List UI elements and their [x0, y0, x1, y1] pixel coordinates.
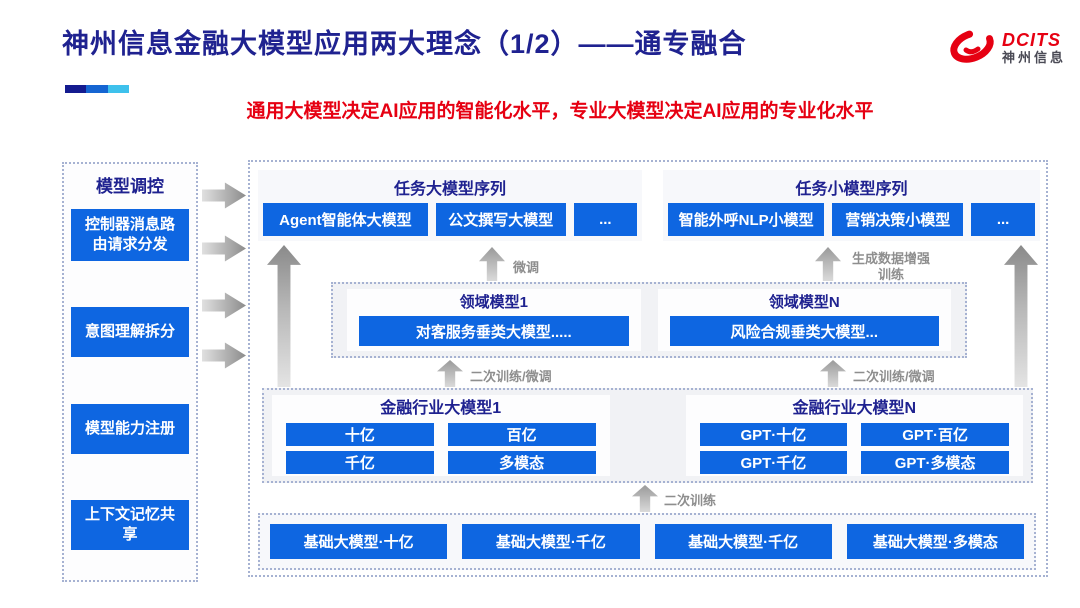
model-block-1b: 十亿: [286, 423, 434, 446]
domain-model-group-n: 领域模型N 风险合规垂类大模型...: [657, 289, 951, 351]
model-block-multimodal: 多模态: [447, 451, 596, 474]
industry-model-band: 金融行业大模型1 十亿 百亿 千亿 多模态 金融行业大模型N GPT·十亿 GP…: [262, 388, 1033, 483]
sidebar-item-context: 上下文记忆共享: [71, 500, 189, 550]
group-title: 任务大模型序列: [393, 181, 506, 198]
model-block-risk-compliance: 风险合规垂类大模型...: [669, 316, 939, 346]
model-block-10b: 百亿: [447, 423, 596, 446]
sidebar-item-registry: 模型能力注册: [71, 404, 189, 454]
group-title: 领域模型N: [768, 294, 840, 311]
retrain-finetune-label: 二次训练/微调: [853, 369, 935, 384]
logo-text-en: DCITS: [1002, 30, 1061, 51]
sidebar-item-router: 控制器消息路由请求分发: [71, 209, 189, 261]
model-block-base-multimodal: 基础大模型·多模态: [846, 524, 1024, 559]
right-arrow-icon: [202, 235, 246, 262]
domain-model-band: 领域模型1 对客服务垂类大模型..... 领域模型N 风险合规垂类大模型...: [331, 282, 967, 358]
model-control-sidebar: 模型调控 控制器消息路由请求分发 意图理解拆分 模型能力注册 上下文记忆共享: [62, 162, 198, 582]
model-block-gpt-multimodal: GPT·多模态: [861, 451, 1009, 474]
company-logo: DCITS 神州信息: [948, 20, 1073, 76]
base-model-band: 基础大模型·十亿 基础大模型·千亿 基础大模型·千亿 基础大模型·多模态: [258, 513, 1036, 570]
group-title: 任务小模型序列: [795, 181, 908, 198]
title-accent-bar: [65, 85, 129, 93]
dcits-swirl-icon: [948, 25, 996, 72]
model-block-100b: 千亿: [286, 451, 434, 474]
model-block-agent: Agent智能体大模型: [263, 203, 428, 236]
group-title: 金融行业大模型1: [380, 400, 502, 417]
model-block-ellipsis: ...: [573, 203, 637, 236]
group-title: 金融行业大模型N: [792, 400, 917, 417]
right-arrow-icon: [202, 342, 246, 369]
gen-data-label: 生成数据增强 训练: [851, 251, 930, 282]
model-block-gpt-100b: GPT·千亿: [699, 451, 848, 474]
model-block-gpt-1b: GPT·十亿: [699, 423, 848, 446]
model-block-base-100b-2: 基础大模型·千亿: [654, 524, 832, 559]
model-block-base-100b: 基础大模型·千亿: [462, 524, 640, 559]
slide-subtitle: 通用大模型决定AI应用的智能化水平，专业大模型决定AI应用的专业化水平: [246, 101, 874, 122]
right-arrow-icon: [202, 182, 246, 209]
page-title: 神州信息金融大模型应用两大理念（1/2）——通专融合: [62, 29, 747, 59]
model-block-ellipsis: ...: [971, 203, 1035, 236]
model-block-customer-service: 对客服务垂类大模型.....: [359, 316, 629, 346]
industry-model-group-1: 金融行业大模型1 十亿 百亿 千亿 多模态: [272, 395, 610, 476]
sidebar-title: 模型调控: [96, 177, 164, 196]
model-block-gpt-10b: GPT·百亿: [861, 423, 1009, 446]
model-block-nlp-call: 智能外呼NLP小模型: [668, 203, 825, 236]
model-block-document: 公文撰写大模型: [435, 203, 566, 236]
retrain-finetune-label: 二次训练/微调: [470, 369, 552, 384]
finetune-label: 微调: [513, 260, 540, 275]
model-block-marketing: 营销决策小模型: [832, 203, 964, 236]
industry-model-group-n: 金融行业大模型N GPT·十亿 GPT·百亿 GPT·千亿 GPT·多模态: [685, 395, 1023, 476]
sidebar-item-intent: 意图理解拆分: [71, 307, 189, 357]
right-arrow-icon: [202, 292, 246, 319]
logo-text-cn: 神州信息: [1002, 49, 1067, 65]
task-small-model-group: 任务小模型序列 智能外呼NLP小模型 营销决策小模型 ...: [663, 170, 1040, 241]
domain-model-group-1: 领域模型1 对客服务垂类大模型.....: [347, 289, 641, 351]
task-large-model-group: 任务大模型序列 Agent智能体大模型 公文撰写大模型 ...: [258, 170, 642, 241]
model-block-base-1b: 基础大模型·十亿: [270, 524, 448, 559]
group-title: 领域模型1: [459, 294, 528, 311]
retrain-label: 二次训练: [664, 493, 717, 508]
